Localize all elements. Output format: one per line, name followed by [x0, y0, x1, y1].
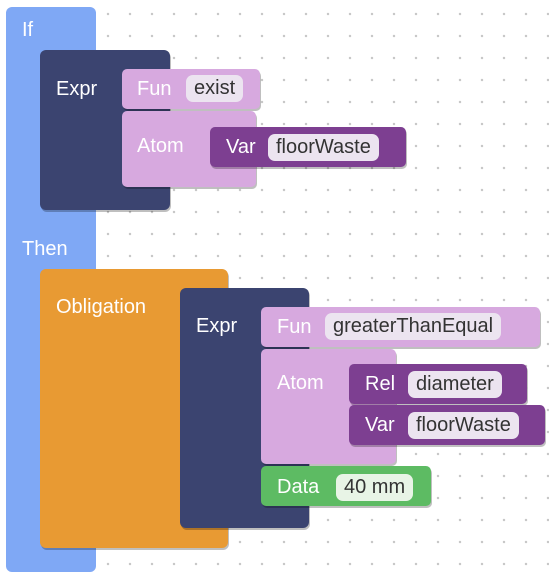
obligation-fun-label: Fun: [277, 316, 312, 338]
cond-fun-value-field[interactable]: exist: [186, 75, 244, 102]
obligation-fun-value-field[interactable]: greaterThanEqual: [325, 313, 502, 340]
obligation-var-value-field[interactable]: floorWaste: [408, 412, 519, 439]
cond-var-label: Var: [226, 136, 256, 158]
obligation-var-label: Var: [365, 414, 395, 436]
rel-value-field[interactable]: diameter: [408, 371, 502, 398]
obligation-expr-label: Expr: [196, 315, 238, 337]
data-label: Data: [277, 476, 320, 498]
obligation-label: Obligation: [56, 296, 147, 318]
if-label: If: [22, 19, 34, 41]
rel-label: Rel: [365, 373, 396, 395]
cond-expr-label: Expr: [56, 78, 98, 100]
cond-var-value-field[interactable]: floorWaste: [268, 134, 379, 161]
obligation-atom-label: Atom: [277, 372, 324, 394]
cond-fun-label: Fun: [137, 78, 172, 100]
then-label: Then: [22, 238, 68, 260]
cond-atom-label: Atom: [137, 135, 184, 157]
data-value-field[interactable]: 40 mm: [336, 474, 414, 501]
